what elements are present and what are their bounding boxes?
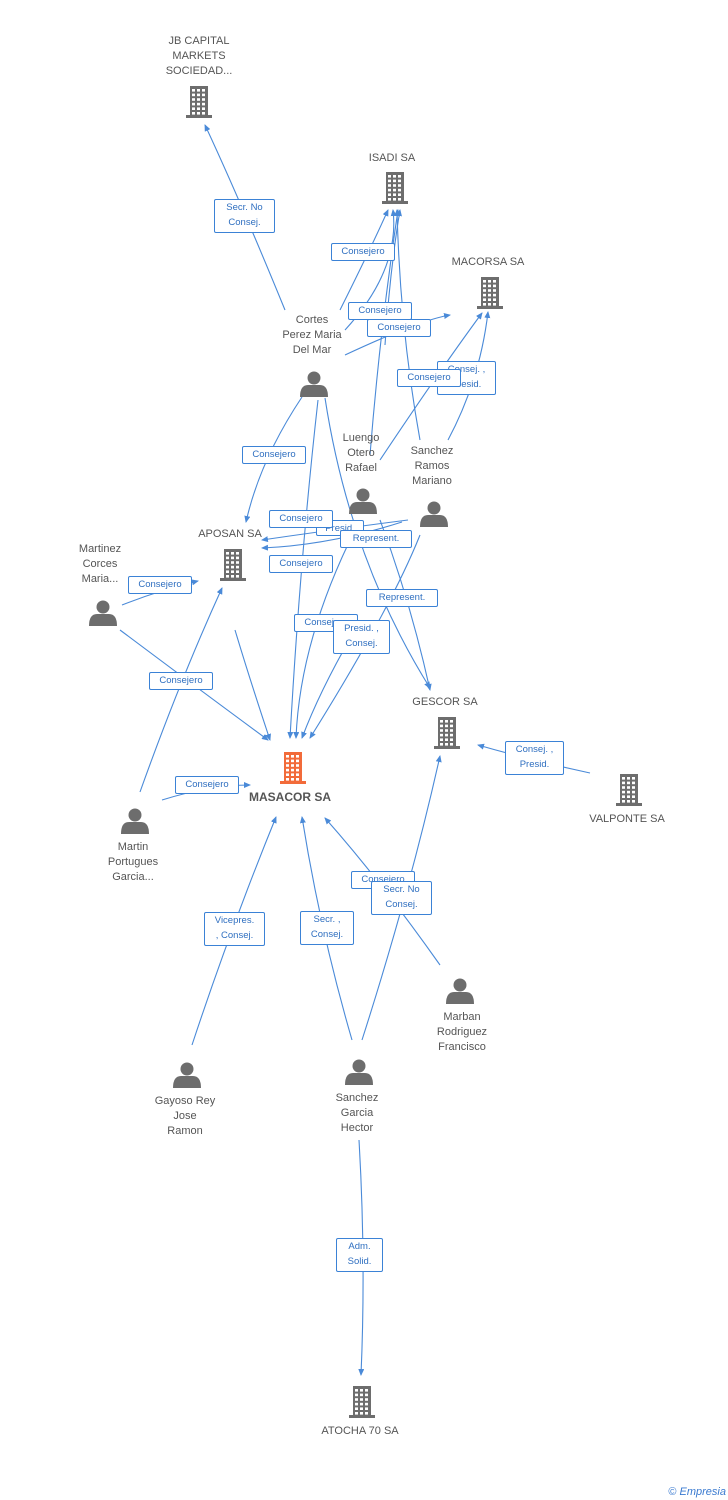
- footer-brand: ©Empresia: [668, 1486, 726, 1498]
- relation-label[interactable]: Secr. , Consej.: [300, 911, 354, 945]
- person-icon-marban[interactable]: [446, 978, 474, 1005]
- company-jb[interactable]: JB CAPITAL MARKETS SOCIEDAD...: [144, 34, 254, 79]
- relation-label[interactable]: Represent.: [340, 530, 412, 548]
- company-icon-valponte[interactable]: [616, 773, 642, 807]
- relation-label[interactable]: Consejero: [149, 672, 213, 690]
- person-martin-label: Martin Portugues Garcia...: [107, 841, 159, 883]
- person-icon-martin[interactable]: [121, 808, 149, 835]
- person-cortes[interactable]: Cortes Perez Maria Del Mar: [257, 313, 367, 358]
- person-gayoso-label: Gayoso Rey Jose Ramon: [154, 1095, 216, 1137]
- relation-label[interactable]: Consejero: [397, 369, 461, 387]
- person-icon-sanchezr[interactable]: [420, 501, 448, 528]
- relation-label[interactable]: Consejero: [128, 576, 192, 594]
- company-icon-aposan[interactable]: [220, 548, 246, 582]
- company-atocha[interactable]: ATOCHA 70 SA: [305, 1424, 415, 1439]
- person-martinez[interactable]: Martinez Corces Maria...: [45, 542, 155, 587]
- relation-edge: [261, 521, 403, 551]
- company-masacor[interactable]: MASACOR SA: [235, 790, 345, 805]
- relation-label[interactable]: Consejero: [175, 776, 239, 794]
- relation-label[interactable]: Adm. Solid.: [336, 1238, 383, 1272]
- company-isadi-label: ISADI SA: [368, 152, 416, 164]
- person-icon-luengo[interactable]: [349, 488, 377, 515]
- relation-edge: [293, 529, 356, 739]
- company-masacor-label: MASACOR SA: [248, 790, 331, 804]
- connection-line: [234, 629, 271, 741]
- company-gescor[interactable]: GESCOR SA: [390, 695, 500, 710]
- company-valponte-label: VALPONTE SA: [589, 813, 665, 825]
- company-icon-masacor[interactable]: [280, 751, 306, 785]
- company-isadi[interactable]: ISADI SA: [337, 151, 447, 166]
- company-icon-gescor[interactable]: [434, 716, 460, 750]
- person-icon-sanchezg[interactable]: [345, 1059, 373, 1086]
- relation-label[interactable]: Secr. No Consej.: [214, 199, 275, 233]
- relation-edge: [139, 587, 223, 793]
- relation-label[interactable]: Consejero: [269, 510, 333, 528]
- person-icon-martinez[interactable]: [89, 600, 117, 627]
- connection-line: [324, 397, 431, 689]
- relation-label[interactable]: Represent.: [366, 589, 438, 607]
- company-atocha-label: ATOCHA 70 SA: [321, 1425, 399, 1437]
- company-jb-label: JB CAPITAL MARKETS SOCIEDAD...: [165, 35, 233, 77]
- copyright-icon: ©: [668, 1486, 677, 1498]
- person-luengo-label: Luengo Otero Rafael: [342, 432, 380, 474]
- person-martinez-label: Martinez Corces Maria...: [78, 543, 122, 585]
- person-marban[interactable]: Marban Rodriguez Francisco: [407, 1010, 517, 1055]
- company-icon-isadi[interactable]: [382, 171, 408, 205]
- person-marban-label: Marban Rodriguez Francisco: [436, 1011, 488, 1053]
- company-valponte[interactable]: VALPONTE SA: [572, 812, 682, 827]
- brand-logo[interactable]: Empresia: [679, 1486, 726, 1498]
- company-icon-macorsa[interactable]: [477, 276, 503, 310]
- person-sanchezg[interactable]: Sanchez Garcia Hector: [302, 1091, 412, 1136]
- person-cortes-label: Cortes Perez Maria Del Mar: [282, 314, 342, 356]
- relation-label[interactable]: Vicepres. , Consej.: [204, 912, 265, 946]
- person-sanchezr[interactable]: Sanchez Ramos Mariano: [377, 444, 487, 489]
- relation-label[interactable]: Consej. , Presid.: [505, 741, 564, 775]
- person-gayoso[interactable]: Gayoso Rey Jose Ramon: [130, 1094, 240, 1139]
- company-aposan[interactable]: APOSAN SA: [175, 527, 285, 542]
- relation-label[interactable]: Consejero: [331, 243, 395, 261]
- company-icon-atocha[interactable]: [349, 1385, 375, 1419]
- person-martin[interactable]: Martin Portugues Garcia...: [78, 840, 188, 885]
- relation-label[interactable]: Secr. No Consej.: [371, 881, 432, 915]
- relation-label[interactable]: Consejero: [348, 302, 412, 320]
- relation-label[interactable]: Consejero: [269, 555, 333, 573]
- person-icon-gayoso[interactable]: [173, 1062, 201, 1089]
- company-macorsa[interactable]: MACORSA SA: [433, 255, 543, 270]
- company-macorsa-label: MACORSA SA: [451, 256, 525, 268]
- company-aposan-label: APOSAN SA: [198, 528, 262, 540]
- person-sanchezr-label: Sanchez Ramos Mariano: [410, 445, 454, 487]
- company-icon-jb[interactable]: [186, 85, 212, 119]
- person-icon-cortes[interactable]: [300, 371, 328, 398]
- person-luengo[interactable]: Luengo Otero Rafael: [306, 431, 416, 476]
- person-sanchezg-label: Sanchez Garcia Hector: [335, 1092, 379, 1134]
- relation-label[interactable]: Consejero: [242, 446, 306, 464]
- relation-label[interactable]: Consejero: [367, 319, 431, 337]
- company-gescor-label: GESCOR SA: [412, 696, 478, 708]
- relation-label[interactable]: Presid. , Consej.: [333, 620, 390, 654]
